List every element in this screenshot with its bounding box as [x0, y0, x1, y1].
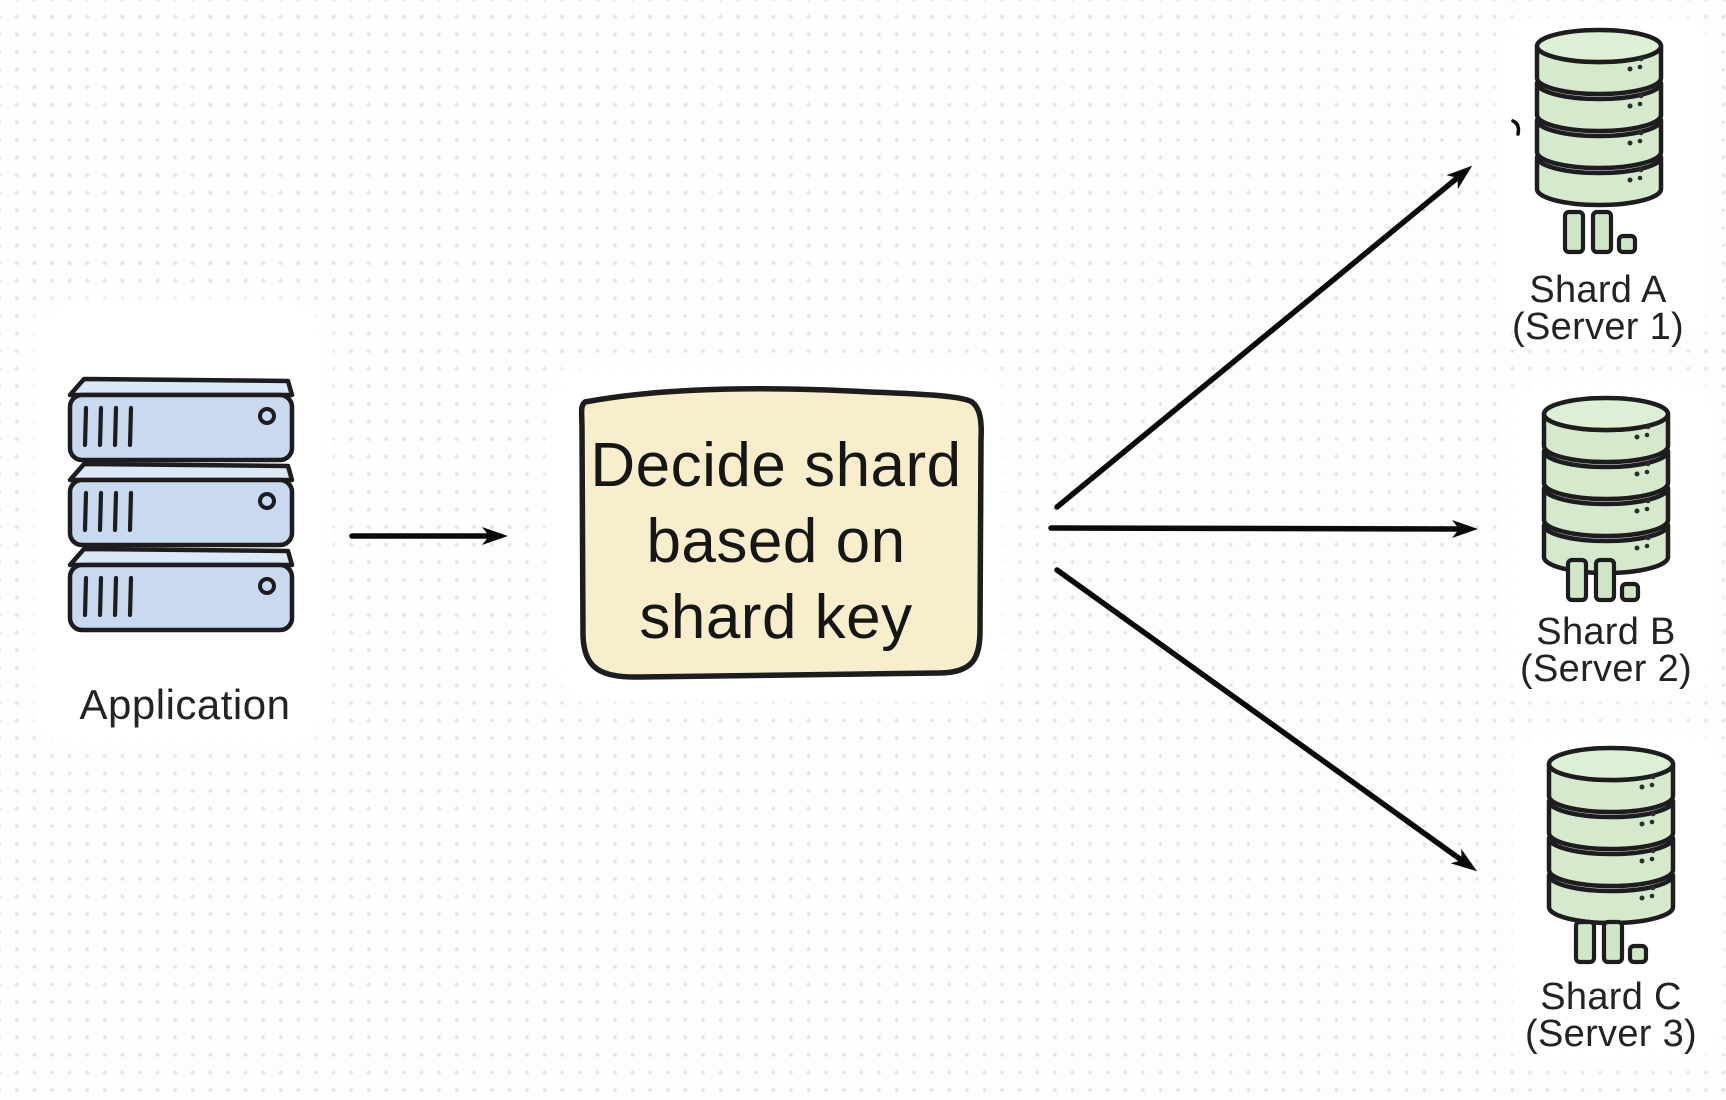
database-icon-shard-a — [1537, 30, 1661, 252]
router-label-line3: shard key — [639, 583, 913, 652]
arrow-router-to-shard-c — [1054, 567, 1478, 872]
shard-c-server: (Server 3) — [1525, 1013, 1697, 1055]
application-label: Application — [79, 681, 291, 728]
application-servers-icon — [70, 379, 292, 630]
shard-a-server: (Server 1) — [1512, 306, 1684, 348]
shard-c-name: Shard C — [1540, 976, 1682, 1018]
shard-a-name: Shard A — [1529, 269, 1667, 311]
shard-b-server: (Server 2) — [1520, 648, 1692, 690]
shard-router-box — [578, 386, 984, 680]
database-icon-shard-c — [1549, 748, 1673, 962]
arrow-router-to-shard-b — [1048, 519, 1478, 538]
router-label: Decide shard based on shard key — [570, 428, 982, 656]
database-icon-shard-b — [1544, 398, 1668, 600]
shard-b-label: Shard B (Server 2) — [1456, 611, 1726, 690]
stray-pen-mark — [1511, 119, 1521, 136]
router-label-line2: based on — [646, 507, 906, 576]
arrow-router-to-shard-a — [1054, 165, 1473, 510]
shard-a-label: Shard A (Server 1) — [1448, 269, 1726, 348]
router-label-line1: Decide shard — [590, 431, 962, 500]
shard-b-name: Shard B — [1536, 611, 1676, 653]
shard-c-label: Shard C (Server 3) — [1461, 976, 1726, 1055]
